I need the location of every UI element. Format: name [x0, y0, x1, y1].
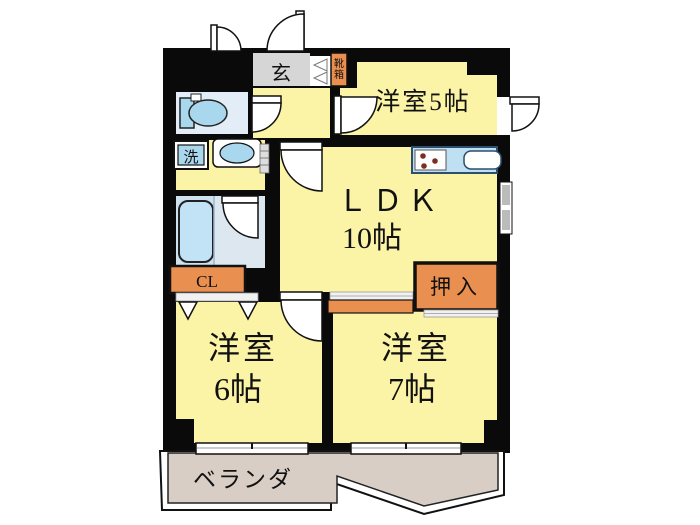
shallow-storage	[327, 299, 414, 314]
window-pane	[502, 185, 510, 205]
label-oshiire: 押入	[430, 275, 482, 299]
label-cl: CL	[196, 272, 218, 291]
label-shoebox-2: 箱	[334, 68, 344, 81]
entrance-door-swing	[266, 13, 305, 52]
room-western7	[333, 302, 497, 443]
bathtub-icon	[178, 200, 214, 263]
ldk-door-swing	[280, 149, 323, 192]
label-western6-1: 洋室	[208, 330, 278, 366]
meter-box-door-leaf	[210, 24, 218, 52]
label-ldk: ＬＤＫ	[338, 185, 443, 218]
western6-door-swing	[280, 299, 323, 342]
kitchen-sink-icon	[463, 150, 502, 170]
western5-exterior-opening	[497, 97, 510, 135]
label-western6-2: 6帖	[214, 371, 262, 407]
stove-burner	[432, 158, 438, 164]
label-laundry: 洗	[183, 149, 198, 166]
stove-burner	[420, 153, 426, 159]
entrance-step-mark	[312, 58, 328, 72]
label-western7-1: 洋室	[381, 330, 451, 366]
washing-machine-drum	[177, 144, 205, 166]
washroom-accordion-door	[259, 143, 270, 174]
label-veranda: ベランダ	[193, 467, 293, 492]
toilet-tank-icon	[190, 93, 202, 102]
closet-door-track	[175, 292, 259, 302]
stove-burner	[421, 163, 427, 169]
label-ldk-size: 10帖	[342, 222, 402, 255]
bath-door-leaf	[221, 195, 259, 204]
western5-door-leaf	[333, 95, 342, 135]
wash-basin-bowl	[219, 142, 255, 164]
label-western7-2: 7帖	[388, 371, 436, 407]
room-western6	[176, 302, 322, 443]
label-shoebox-1: 靴	[334, 57, 344, 70]
room-entrance	[253, 53, 310, 86]
label-western5: 洋室5帖	[375, 88, 471, 116]
folding-door-mark	[177, 301, 199, 321]
toilet-bowl-icon	[188, 99, 228, 127]
folding-door-mark	[237, 301, 259, 321]
label-entrance: 玄	[271, 62, 291, 85]
room-veranda	[167, 452, 499, 507]
closet-oshiire	[413, 261, 500, 312]
stove-icon	[414, 149, 447, 171]
shoe-box	[330, 52, 348, 87]
window-pane	[502, 210, 510, 230]
western5-exterior-door-swing	[511, 103, 540, 132]
bath-door-swing	[222, 202, 259, 239]
ldk-door-leaf	[279, 141, 323, 151]
room-western5	[340, 62, 497, 135]
entrance-step-mark	[312, 71, 328, 85]
toilet-door-swing	[251, 102, 282, 133]
western6-door-leaf	[279, 291, 323, 301]
western5-exterior-door-leaf	[509, 96, 540, 105]
meter-box-door-swing	[216, 26, 242, 52]
toilet-door-leaf	[251, 95, 282, 104]
western5-door-swing	[340, 96, 378, 134]
